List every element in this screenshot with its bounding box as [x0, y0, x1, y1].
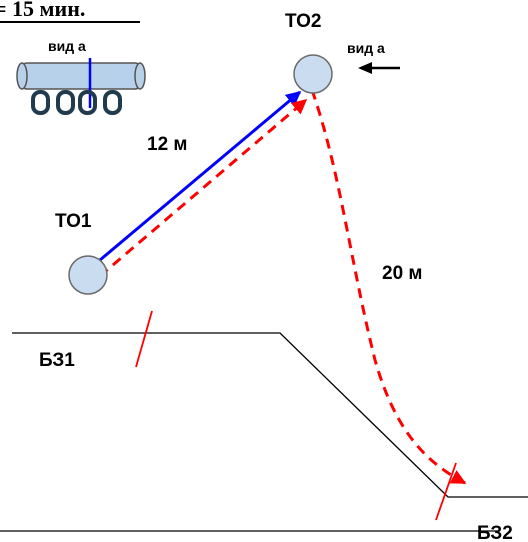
to2-node — [293, 54, 333, 94]
view-a-label-arrow: вид а — [347, 40, 385, 56]
blue-route-line — [99, 90, 302, 262]
view-a-label-top: вид а — [48, 38, 86, 54]
bz2-label: БЗ2 — [477, 523, 513, 542]
to1-node — [68, 255, 108, 295]
bz1-marker — [135, 310, 153, 368]
time-header: = 15 мин. — [0, 0, 85, 21]
red-dashed-route-to-to2 — [99, 98, 308, 278]
distance-20m-label: 20 м — [382, 263, 422, 284]
bz1-label: БЗ1 — [39, 350, 75, 371]
to2-label: ТО2 — [285, 11, 321, 32]
to1-label: ТО1 — [55, 211, 92, 232]
red-dashed-route-to-bz2 — [310, 89, 467, 485]
pipe-with-carabiners-icon — [16, 58, 146, 115]
left-arrow-icon — [358, 62, 400, 74]
ground-profile-line — [12, 332, 528, 498]
distance-12m-label: 12 м — [147, 134, 187, 155]
bz2-marker — [435, 462, 457, 521]
